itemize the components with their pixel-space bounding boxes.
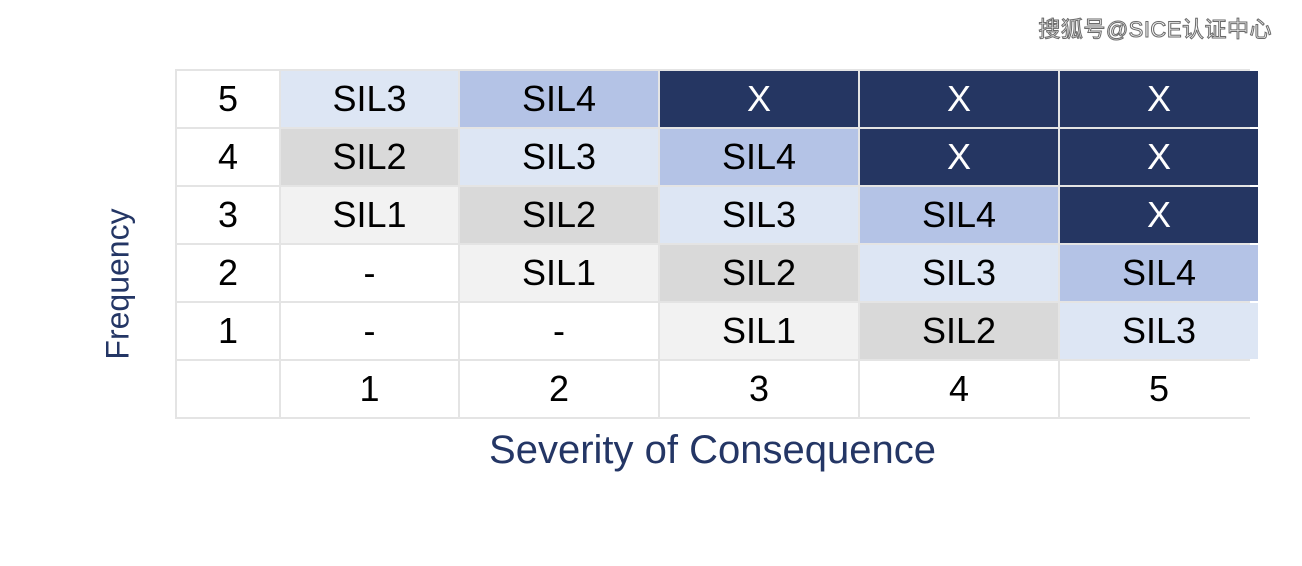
matrix-cell: SIL4: [460, 71, 658, 127]
x-tick-label: 2: [460, 361, 658, 417]
matrix-cell: SIL4: [660, 129, 858, 185]
matrix-cell: SIL4: [860, 187, 1058, 243]
matrix-cell: SIL2: [860, 303, 1058, 359]
matrix-cell: -: [460, 303, 658, 359]
matrix-cell: SIL3: [460, 129, 658, 185]
watermark: 搜狐号@SICE认证中心: [1038, 17, 1272, 43]
x-tick-label: 5: [1060, 361, 1258, 417]
x-tick-label: 4: [860, 361, 1058, 417]
matrix-cell: X: [860, 129, 1058, 185]
matrix-cell: X: [660, 71, 858, 127]
y-tick-label: 5: [177, 71, 279, 127]
y-tick-label: 2: [177, 245, 279, 301]
matrix-cell: SIL4: [1060, 245, 1258, 301]
y-tick-label: 4: [177, 129, 279, 185]
matrix-cell: SIL3: [660, 187, 858, 243]
matrix-cell: SIL1: [281, 187, 458, 243]
matrix-cell: -: [281, 245, 458, 301]
x-tick-label: 3: [660, 361, 858, 417]
matrix-cell: SIL2: [281, 129, 458, 185]
matrix-cell: SIL1: [460, 245, 658, 301]
matrix-cell: SIL3: [1060, 303, 1258, 359]
x-tick-label: 1: [281, 361, 458, 417]
matrix-cell: SIL2: [460, 187, 658, 243]
matrix-cell: SIL3: [860, 245, 1058, 301]
matrix-cell: SIL1: [660, 303, 858, 359]
matrix-cell: X: [1060, 71, 1258, 127]
matrix-cell: SIL3: [281, 71, 458, 127]
matrix-cell: X: [1060, 129, 1258, 185]
x-axis-label: Severity of Consequence: [489, 428, 936, 472]
matrix-cell: X: [860, 71, 1058, 127]
y-axis-label: Frequency: [99, 208, 136, 360]
corner-cell: [177, 361, 279, 417]
matrix-cell: -: [281, 303, 458, 359]
y-tick-label: 3: [177, 187, 279, 243]
matrix-cell: X: [1060, 187, 1258, 243]
matrix-cell: SIL2: [660, 245, 858, 301]
y-tick-label: 1: [177, 303, 279, 359]
